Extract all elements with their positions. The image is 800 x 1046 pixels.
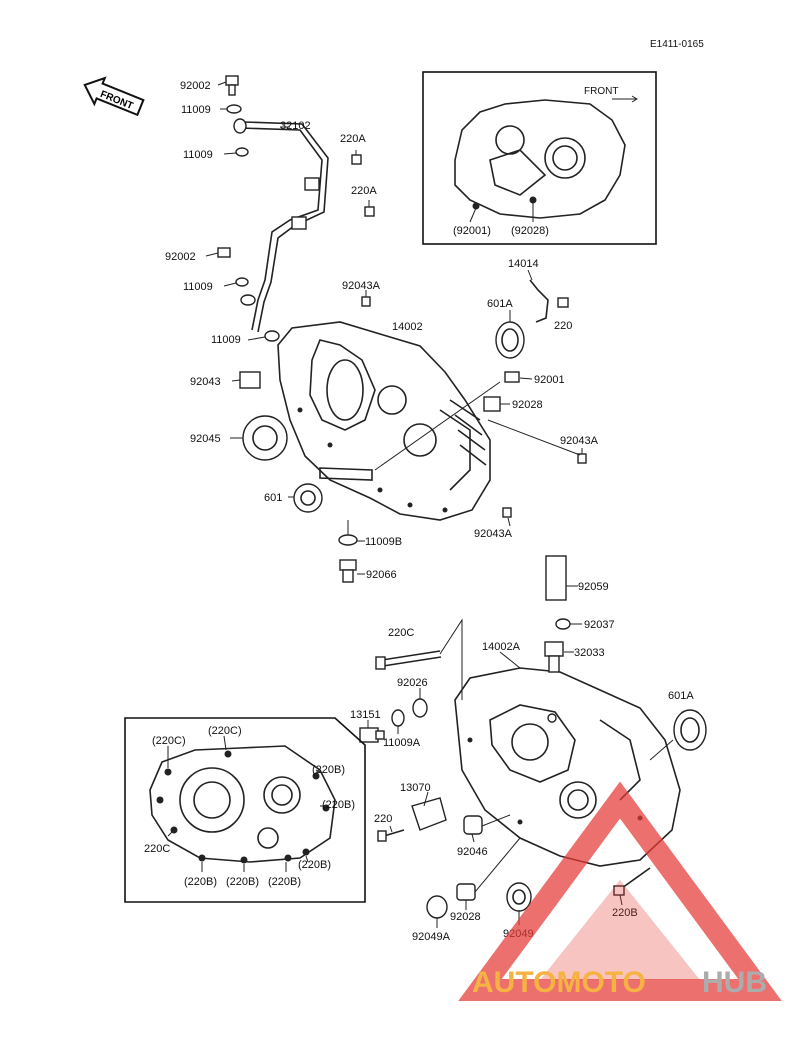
inset-label-220b-5: (220B): [226, 876, 259, 888]
part-label: 92028: [512, 399, 543, 411]
part-label: 220A: [351, 185, 377, 197]
part-label: 220: [554, 320, 572, 332]
part-label: 92028: [450, 911, 481, 923]
inset-label-220c-1: (220C): [152, 735, 186, 747]
part-label: 92043A: [560, 435, 599, 447]
part-label: 601A: [487, 298, 513, 310]
part-label: 220A: [340, 133, 366, 145]
part-label: 92002: [165, 251, 196, 263]
inset-label-92001: (92001): [453, 225, 491, 237]
part-label: 11009A: [383, 737, 421, 749]
inset-label-220b-1: (220B): [312, 764, 345, 776]
part-label: 220: [374, 813, 392, 825]
watermark-text-part2: HUB: [702, 966, 767, 999]
part-label: 11009: [183, 281, 213, 293]
oil-pipe-assembly: [205, 75, 375, 342]
inset-top: FRONT (92001) (92028): [422, 71, 657, 245]
part-label: 14014: [508, 258, 539, 270]
part-label: 11009: [183, 149, 213, 161]
part-label: 92059: [578, 581, 609, 593]
upper-case-parts: [230, 269, 587, 583]
part-label: 92002: [180, 80, 211, 92]
part-label: 13070: [400, 782, 431, 794]
part-label: 92001: [534, 374, 565, 386]
part-label: 92045: [190, 433, 221, 445]
part-label: 14002A: [482, 641, 521, 653]
crankcase-left-half: [454, 667, 681, 867]
inset-bottom: (220C) (220C) (220B) (220B) 220C (220B) …: [124, 717, 366, 903]
watermark-text-part1: AUTOMOTO: [472, 966, 646, 999]
watermark-logo: AUTOMOTO HUB: [458, 781, 782, 1001]
part-label: 92043A: [474, 528, 513, 540]
crankcase-right-half: [277, 321, 491, 521]
inset-label-220b-6: (220B): [268, 876, 301, 888]
reference-code: E1411-0165: [650, 39, 704, 50]
part-label: 11009: [211, 334, 241, 346]
front-arrow-icon: FRONT: [83, 76, 145, 117]
part-label: 92049A: [412, 931, 451, 943]
part-label: 220C: [388, 627, 414, 639]
part-label: 92043: [190, 376, 221, 388]
part-label: 601A: [668, 690, 694, 702]
inset-label-220c-2: (220C): [208, 725, 242, 737]
part-label: 11009: [181, 104, 211, 116]
part-label: 14002: [392, 321, 423, 333]
inset-label-220b-3: (220B): [298, 859, 331, 871]
part-label: 601: [264, 492, 282, 504]
part-label: 13151: [350, 709, 381, 721]
part-label: 92043A: [342, 280, 381, 292]
inset-label-92028: (92028): [511, 225, 549, 237]
part-label: 92066: [366, 569, 397, 581]
part-label: 11009B: [365, 536, 402, 548]
part-label: 92037: [584, 619, 615, 631]
inset-label-220b-2: (220B): [322, 799, 355, 811]
inset-label-220c-3: 220C: [144, 843, 170, 855]
part-label: 32102: [280, 120, 311, 132]
inset-label-220b-4: (220B): [184, 876, 217, 888]
inset-front-label: FRONT: [584, 86, 618, 97]
part-label: 92046: [457, 846, 488, 858]
part-label: 32033: [574, 647, 605, 659]
part-label: 220B: [612, 907, 638, 919]
watermark-triangle-icon: [458, 781, 782, 1001]
part-label: 92026: [397, 677, 428, 689]
